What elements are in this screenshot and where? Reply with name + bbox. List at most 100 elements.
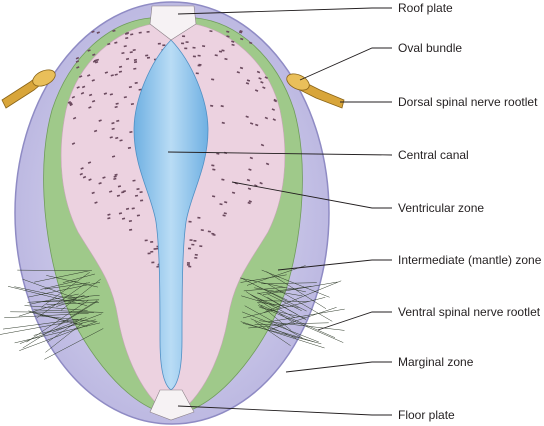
- fibre-stroke: [44, 328, 104, 360]
- fibre-stroke: [268, 308, 345, 323]
- cell-nucleus: [109, 190, 113, 193]
- mantle-fibres: [0, 265, 345, 360]
- cell-nucleus: [110, 74, 114, 77]
- cell-nucleus: [132, 179, 136, 182]
- cell-nucleus: [151, 261, 155, 264]
- cell-nucleus: [246, 79, 251, 82]
- fibre-stroke: [240, 277, 307, 312]
- leader-floor-plate: [177, 405, 392, 416]
- fibre-stroke: [14, 322, 101, 344]
- cell-nucleus: [211, 232, 215, 235]
- cell-nucleus: [88, 106, 92, 109]
- cell-nucleus: [147, 252, 151, 255]
- fibre-stroke: [245, 291, 295, 324]
- cell-nucleus: [231, 43, 235, 47]
- cell-nucleus: [130, 102, 135, 106]
- cell-nucleus: [218, 50, 223, 53]
- cell-nucleus: [94, 61, 99, 64]
- fibre-stroke: [44, 282, 90, 290]
- cell-nucleus: [81, 85, 86, 89]
- fibre-stroke: [33, 309, 104, 313]
- cell-nucleus: [103, 92, 108, 95]
- cell-nucleus: [102, 176, 106, 179]
- fibre-stroke: [40, 280, 77, 290]
- fibre-stroke: [39, 315, 98, 323]
- cell-nucleus: [188, 220, 192, 223]
- cell-nucleus: [122, 190, 126, 193]
- fibre-stroke: [46, 275, 98, 288]
- cell-nucleus: [121, 217, 126, 220]
- cell-nucleus: [75, 56, 80, 60]
- cell-nucleus: [157, 42, 161, 45]
- fibre-stroke: [240, 321, 325, 349]
- cell-nucleus: [129, 228, 133, 231]
- label-floor-plate: Floor plate: [398, 408, 455, 422]
- fibre-stroke: [250, 294, 296, 319]
- cell-nucleus: [91, 191, 95, 195]
- fibre-stroke: [266, 293, 302, 311]
- label-oval-bundle: Oval bundle: [398, 41, 462, 55]
- fibre-stroke: [257, 286, 312, 294]
- cell-nucleus: [259, 181, 263, 185]
- cell-nucleus: [98, 182, 102, 185]
- label-dorsal-rootlet: Dorsal spinal nerve rootlet: [398, 95, 538, 109]
- leader-roof-plate: [177, 7, 392, 15]
- cell-nucleus: [220, 105, 224, 108]
- floor-plate-shape: [149, 389, 195, 421]
- cell-nucleus: [115, 136, 119, 140]
- fibre-stroke: [0, 320, 78, 335]
- cell-nucleus: [207, 230, 211, 233]
- cell-nucleus: [114, 105, 118, 109]
- cell-nucleus: [187, 247, 192, 250]
- cell-nucleus: [111, 155, 116, 158]
- cell-nucleus: [118, 65, 123, 68]
- cell-nucleus: [115, 102, 119, 105]
- label-roof-plate: Roof plate: [398, 1, 453, 15]
- fibre-stroke: [244, 305, 303, 339]
- cell-nucleus: [134, 81, 138, 84]
- cell-nucleus: [69, 103, 73, 107]
- cell-nucleus: [264, 116, 269, 120]
- cell-nucleus: [124, 32, 129, 35]
- cell-nucleus: [145, 54, 149, 57]
- cell-nucleus: [104, 71, 109, 74]
- cell-nucleus: [128, 219, 133, 223]
- fibre-stroke: [267, 297, 307, 321]
- cell-nucleus: [255, 123, 259, 127]
- cell-nucleus: [221, 121, 225, 125]
- fibre-stroke: [22, 278, 77, 299]
- cell-nucleus: [138, 88, 142, 91]
- cell-nucleus: [185, 41, 189, 43]
- cell-nucleus: [139, 191, 143, 194]
- cell-nucleus: [92, 53, 96, 57]
- fibre-stroke: [242, 323, 322, 345]
- cell-nucleus: [239, 30, 243, 33]
- cell-nucleus: [123, 96, 127, 99]
- cell-nucleus: [226, 30, 230, 33]
- cell-nucleus: [118, 70, 123, 73]
- cell-nucleus: [117, 185, 122, 188]
- cell-nucleus: [212, 195, 216, 198]
- leader-ventral-rootlet: [317, 311, 392, 331]
- fibre-stroke: [2, 319, 79, 330]
- cell-nucleus: [91, 99, 96, 103]
- cell-nucleus: [69, 102, 73, 105]
- cell-nucleus: [219, 203, 223, 206]
- cell-nucleus: [87, 74, 91, 77]
- cell-nucleus: [114, 41, 118, 44]
- cell-nucleus: [138, 31, 142, 34]
- cell-nucleus: [249, 122, 254, 125]
- cell-nucleus: [91, 30, 95, 34]
- fibre-stroke: [266, 271, 327, 309]
- cell-nucleus: [198, 63, 202, 66]
- cell-nucleus: [133, 58, 138, 61]
- cell-nucleus: [214, 54, 218, 57]
- fibre-stroke: [47, 317, 83, 343]
- cell-nucleus: [247, 187, 252, 190]
- fibre-stroke: [259, 320, 345, 331]
- fibre-stroke: [269, 307, 337, 330]
- cell-nucleus: [231, 40, 235, 43]
- cell-nucleus: [114, 173, 118, 176]
- leader-intermediate-zone: [277, 259, 392, 271]
- cell-nucleus: [221, 178, 225, 181]
